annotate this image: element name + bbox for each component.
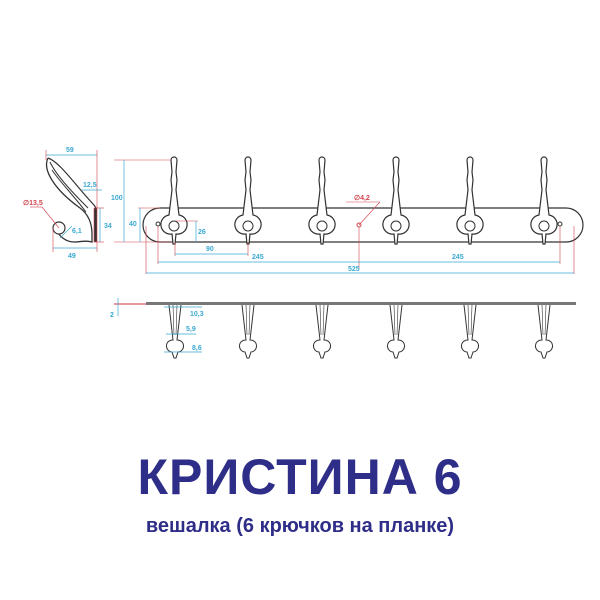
hook-top <box>313 304 331 359</box>
hook-front <box>160 156 188 245</box>
hook-front <box>456 156 484 245</box>
product-title: КРИСТИНА 6 <box>137 449 463 505</box>
dim-59: 59 <box>66 147 74 154</box>
hook-top <box>166 304 184 359</box>
plank-top <box>146 302 576 305</box>
hook-top <box>461 304 479 359</box>
hook-top <box>387 304 405 359</box>
dim-34: 34 <box>104 223 112 230</box>
dim-245-right: 245 <box>452 254 464 261</box>
mount-hole-left <box>155 221 161 227</box>
top-view: 2 1 <box>110 298 576 359</box>
hook-front <box>234 156 262 245</box>
dim-4-2: ∅4,2 <box>354 194 370 202</box>
dim-5-9: 5,9 <box>186 326 196 333</box>
hook-top <box>239 304 257 359</box>
hook-front <box>382 156 410 245</box>
dim-525: 525 <box>348 266 360 273</box>
dim-13-5: ∅13,5 <box>23 199 43 207</box>
dim-6-1: 6,1 <box>72 228 82 235</box>
dim-12-5: 12,5 <box>83 182 97 189</box>
hook-front <box>530 156 558 245</box>
front-view: 100 40 26 90 245 245 525 ∅4,2 <box>111 156 584 274</box>
mount-base <box>93 207 98 243</box>
hook-top <box>535 304 553 359</box>
side-view: 59 12,5 34 49 ∅13,5 6,1 <box>23 147 112 260</box>
mount-hole-right <box>557 221 563 227</box>
hook-front <box>308 156 336 245</box>
dim-90: 90 <box>206 246 214 253</box>
hook-profile <box>46 157 93 243</box>
dim-26: 26 <box>198 229 206 236</box>
dim-10-3: 10,3 <box>190 311 204 318</box>
dim-49: 49 <box>68 253 76 260</box>
dim-40: 40 <box>129 221 137 228</box>
plank <box>142 207 584 243</box>
dim-100: 100 <box>111 195 123 202</box>
dim-245-left: 245 <box>252 254 264 261</box>
dim-8-6: 8,6 <box>192 345 202 352</box>
product-subtitle: вешалка (6 крючков на планке) <box>145 515 455 537</box>
dim-2: 2 <box>110 312 114 319</box>
